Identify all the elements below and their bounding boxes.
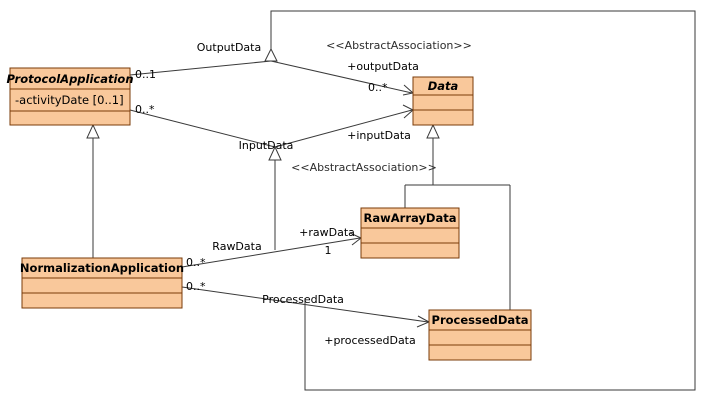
stereotype-inputdata: <<AbstractAssociation>>	[291, 161, 437, 174]
association-label-outputdata: OutputData	[197, 41, 261, 54]
class-processeddata[interactable]: ProcessedData	[428, 309, 532, 361]
generalization-subclasses-to-data	[404, 123, 511, 310]
generalization-normalizationapplication-to-protocolapplication	[86, 123, 100, 258]
class-name-processeddata: ProcessedData	[432, 313, 529, 327]
class-rawarraydata[interactable]: RawArrayData	[360, 207, 460, 259]
class-protocolapplication[interactable]: ProtocolApplication -activityDate [0..1]	[6, 67, 134, 126]
multiplicity-normalizationapplication-rawdata: 0..*	[186, 256, 206, 269]
class-data[interactable]: Data	[412, 76, 474, 126]
multiplicity-data-outputdata: 0..*	[368, 81, 388, 94]
class-normalizationapplication[interactable]: NormalizationApplication	[20, 257, 184, 309]
role-label-processeddata: +processedData	[324, 334, 416, 347]
class-name-protocolapplication: ProtocolApplication	[6, 72, 133, 86]
generalization-processeddata-to-outputdata	[270, 10, 696, 391]
association-label-processeddata: ProcessedData	[262, 293, 344, 306]
multiplicity-rawarraydata: 1	[325, 244, 332, 257]
class-name-rawarraydata: RawArrayData	[364, 211, 457, 225]
generalization-rawdata-to-inputdata	[268, 145, 282, 250]
association-label-inputdata: InputData	[239, 139, 294, 152]
role-label-outputdata: +outputData	[347, 60, 419, 73]
multiplicity-normalizationapplication-processeddata: 0..*	[186, 280, 206, 293]
multiplicity-protocolapplication-outputdata: 0..1	[135, 68, 156, 81]
generalization-head-outputdata	[264, 47, 278, 62]
role-label-rawdata: +rawData	[299, 226, 355, 239]
stereotype-outputdata: <<AbstractAssociation>>	[326, 39, 472, 52]
class-name-normalizationapplication: NormalizationApplication	[20, 261, 184, 275]
role-label-inputdata: +inputData	[347, 129, 411, 142]
association-label-rawdata: RawData	[212, 240, 261, 253]
multiplicity-protocolapplication-inputdata: 0..*	[135, 103, 155, 116]
class-name-data: Data	[428, 79, 459, 93]
class-attribute-activitydate: -activityDate [0..1]	[15, 93, 124, 107]
